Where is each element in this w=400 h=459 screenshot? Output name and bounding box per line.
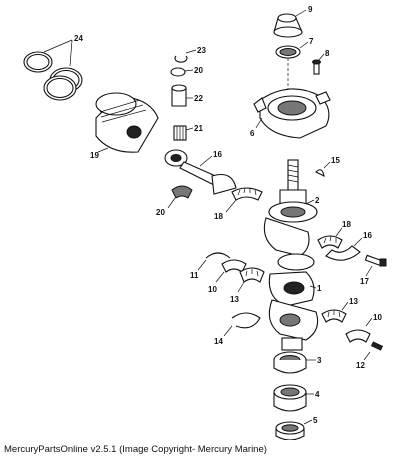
rod-cap[interactable]	[325, 245, 361, 261]
callout-22: 22	[194, 94, 203, 103]
piston-pin[interactable]	[171, 84, 187, 107]
thrust-washer-top[interactable]	[170, 67, 186, 77]
callout-17: 17	[360, 277, 369, 286]
callout-11: 11	[190, 271, 199, 280]
ball-bearing[interactable]	[273, 384, 307, 412]
callout-14: 14	[214, 337, 223, 346]
callout-20a: 20	[194, 66, 203, 75]
upper-end-cap[interactable]	[253, 88, 331, 139]
callout-9: 9	[308, 5, 313, 14]
piston[interactable]	[95, 92, 159, 153]
callout-7: 7	[309, 37, 314, 46]
callout-16a: 16	[213, 150, 222, 159]
retaining-ring[interactable]	[205, 252, 231, 259]
screw[interactable]	[312, 59, 321, 75]
callout-3: 3	[317, 356, 322, 365]
thrust-washer-bottom[interactable]	[171, 185, 193, 199]
connecting-rod[interactable]	[164, 149, 237, 195]
dowel-pin[interactable]	[370, 341, 384, 351]
callout-13b: 13	[349, 297, 358, 306]
callout-10b: 10	[373, 313, 382, 322]
oil-seal[interactable]	[275, 45, 301, 59]
callout-4: 4	[315, 390, 320, 399]
exploded-parts-diagram: 24 19 23 20 22 21 16 20	[23, 5, 387, 440]
lower-ring[interactable]	[275, 421, 305, 440]
callout-10a: 10	[208, 285, 217, 294]
callout-5: 5	[313, 416, 318, 425]
callout-13a: 13	[230, 295, 239, 304]
bearing-cap[interactable]	[273, 13, 303, 38]
callout-12: 12	[356, 361, 365, 370]
crankshaft[interactable]	[263, 159, 319, 351]
callout-24: 24	[74, 34, 83, 43]
image-caption: MercuryPartsOnline v2.5.1 (Image Copyrig…	[4, 444, 267, 455]
callout-15: 15	[331, 156, 340, 165]
piston-pin-retainer[interactable]	[174, 55, 188, 63]
piston-rings[interactable]	[23, 51, 83, 101]
callout-16b: 16	[363, 231, 372, 240]
callout-18b: 18	[342, 220, 351, 229]
callout-23: 23	[197, 46, 206, 55]
callout-1: 1	[317, 284, 322, 293]
callout-8: 8	[325, 49, 330, 58]
callout-21: 21	[194, 124, 203, 133]
callout-18a: 18	[214, 212, 223, 221]
rod-bolt[interactable]	[364, 254, 387, 267]
woodruff-key[interactable]	[315, 169, 325, 177]
callout-19: 19	[90, 151, 99, 160]
callout-2: 2	[315, 196, 320, 205]
lower-seal[interactable]	[273, 351, 307, 374]
wrist-pin-bearing[interactable]	[173, 125, 187, 141]
rod-bearing-right[interactable]	[317, 235, 343, 249]
rod-bearing-left[interactable]	[231, 187, 263, 201]
bearing-race-right[interactable]	[345, 329, 371, 343]
roller-bearing-right[interactable]	[321, 309, 347, 323]
retainer-clip[interactable]	[231, 312, 261, 329]
callout-6: 6	[250, 129, 255, 138]
roller-bearing-left[interactable]	[239, 267, 265, 283]
callout-20b: 20	[156, 208, 165, 217]
